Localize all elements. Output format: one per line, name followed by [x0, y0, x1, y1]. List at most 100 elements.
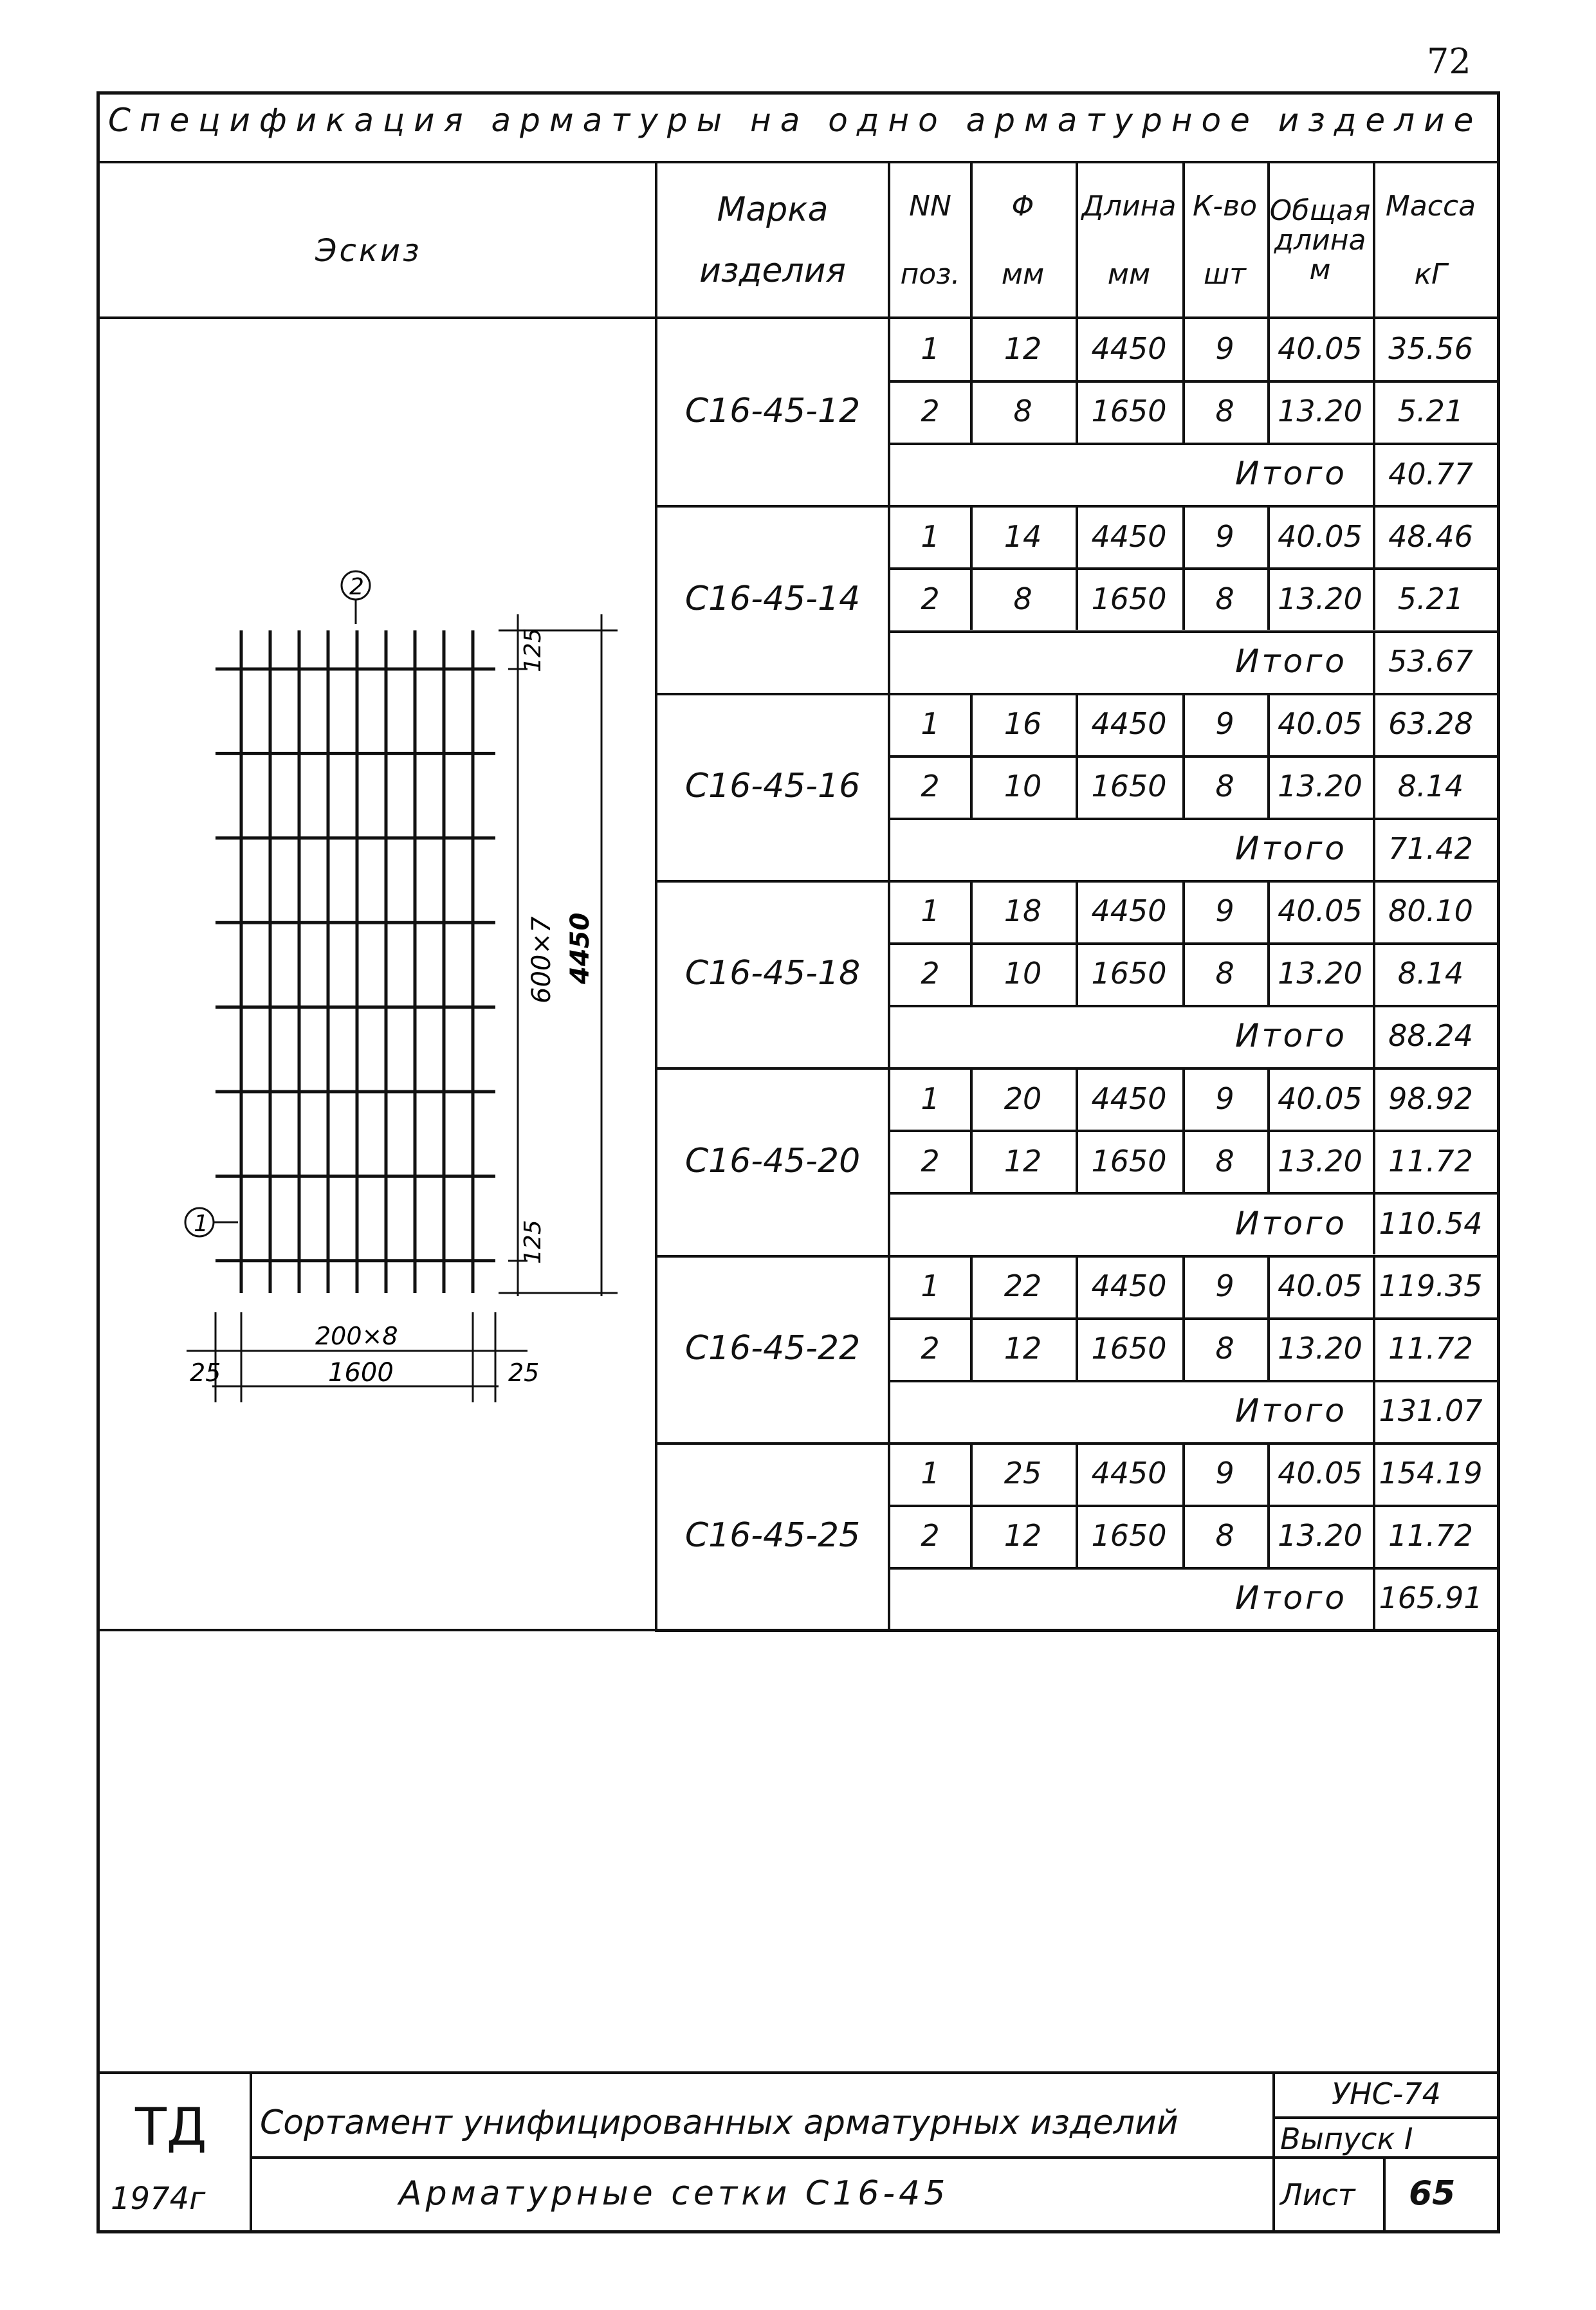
cell-total-length: 13.20	[1278, 1330, 1362, 1366]
header-diameter-line1: Φ	[1011, 189, 1034, 223]
cell-position: 1	[921, 1081, 940, 1116]
cell-quantity: 9	[1215, 894, 1234, 929]
cell-quantity: 9	[1215, 706, 1234, 741]
col-line	[1076, 1067, 1078, 1193]
stamp-middle-line	[250, 2156, 1500, 2159]
total-mass: 53.67	[1388, 643, 1473, 679]
cell-quantity: 8	[1215, 956, 1234, 991]
cell-quantity: 8	[1215, 581, 1234, 616]
cell-length: 4450	[1091, 1081, 1167, 1116]
stamp-year: 1974г	[111, 2181, 206, 2217]
row-line	[888, 1317, 1500, 1320]
header-position-line1: NN	[909, 189, 951, 223]
col-line	[970, 318, 973, 443]
cell-mass: 98.92	[1388, 1081, 1473, 1116]
col-line	[1182, 505, 1185, 630]
cell-total-length: 40.05	[1278, 1456, 1362, 1491]
cell-diameter: 10	[1004, 956, 1042, 991]
col-line	[970, 1254, 973, 1380]
cell-length: 1650	[1091, 394, 1167, 429]
row-line	[888, 1504, 1500, 1507]
header-mark-line2: изделия	[699, 252, 846, 290]
total-label: Итого	[1235, 1579, 1347, 1617]
total-mass: 131.07	[1379, 1393, 1483, 1429]
col-line	[1267, 1442, 1270, 1567]
cell-total-length: 13.20	[1278, 769, 1362, 804]
cell-quantity: 9	[1215, 1456, 1234, 1491]
cell-diameter: 8	[1013, 581, 1032, 616]
cell-total-length: 40.05	[1278, 706, 1362, 741]
cell-mass: 8.14	[1397, 769, 1464, 804]
cell-position: 2	[921, 769, 940, 804]
header-total-length-line3: м	[1309, 253, 1331, 287]
col-line	[1373, 443, 1375, 506]
row-line	[888, 1567, 1500, 1570]
col-line	[1373, 1379, 1375, 1442]
total-label: Итого	[1235, 1017, 1347, 1055]
header-col-line	[1267, 161, 1270, 318]
stamp-sheet-number: 65	[1409, 2174, 1456, 2213]
cell-quantity: 8	[1215, 769, 1234, 804]
row-line	[888, 942, 1500, 945]
cell-mass: 11.72	[1388, 1143, 1473, 1178]
col-line	[1182, 692, 1185, 818]
cell-mass: 63.28	[1388, 706, 1473, 741]
stamp-sheet-label: Лист	[1280, 2177, 1355, 2212]
cell-total-length: 13.20	[1278, 1143, 1362, 1178]
col-line	[1267, 879, 1270, 1005]
stamp-top-line	[96, 2071, 1500, 2074]
col-line	[1267, 318, 1270, 443]
cell-length: 1650	[1091, 1330, 1167, 1366]
header-mass-line1: Масса	[1385, 189, 1476, 223]
header-position: NN поз.	[890, 167, 970, 314]
cell-length: 4450	[1091, 331, 1167, 367]
cell-total-length: 13.20	[1278, 956, 1362, 991]
mesh-bars	[216, 630, 495, 1293]
cell-position: 2	[921, 1518, 940, 1554]
col-line	[1076, 879, 1078, 1005]
cell-total-length: 40.05	[1278, 1268, 1362, 1303]
item-mark: С16-45-25	[684, 1516, 861, 1555]
header-quantity-line1: К-во	[1193, 189, 1257, 223]
cell-position: 2	[921, 956, 940, 991]
total-label: Итого	[1235, 1391, 1347, 1429]
col-line	[1076, 318, 1078, 443]
col-line	[970, 1067, 973, 1193]
cell-mass: 5.21	[1397, 581, 1464, 616]
header-quantity-line2: шт	[1204, 258, 1246, 291]
row-line	[888, 817, 1500, 820]
col-line	[970, 879, 973, 1005]
item-mark: С16-45-14	[684, 579, 861, 618]
stamp-subtitle: Арматурные сетки С16-45	[399, 2174, 949, 2213]
header-position-line2: поз.	[900, 258, 960, 291]
drawing-frame	[96, 91, 1500, 2233]
cell-position: 1	[921, 1456, 940, 1491]
total-mass: 165.91	[1379, 1581, 1483, 1616]
header-col-line	[970, 161, 973, 318]
header-diameter: Φ мм	[970, 167, 1076, 314]
stamp-left-divider	[250, 2071, 252, 2233]
stamp-issue: Выпуск I	[1280, 2122, 1413, 2156]
col-line	[1182, 1067, 1185, 1193]
header-divider	[96, 316, 1500, 319]
col-line	[970, 692, 973, 818]
col-line	[1076, 1254, 1078, 1380]
sketch-column-divider	[655, 161, 657, 1630]
total-label: Итого	[1235, 642, 1347, 680]
position-label-1: 1	[194, 1211, 208, 1237]
item-mark: С16-45-16	[684, 766, 861, 805]
dim-4450: 4450	[565, 913, 595, 985]
total-mass: 71.42	[1388, 831, 1473, 866]
col-line	[1267, 692, 1270, 818]
cell-mass: 48.46	[1388, 518, 1473, 554]
cell-position: 2	[921, 1143, 940, 1178]
cell-length: 4450	[1091, 1268, 1167, 1303]
cell-diameter: 18	[1004, 894, 1042, 929]
item-mark: С16-45-12	[684, 392, 861, 431]
stamp-title: Сортамент унифицированных арматурных изд…	[260, 2104, 1179, 2142]
stamp-sheet-divider	[1383, 2156, 1386, 2233]
dim-1600: 1600	[328, 1358, 394, 1388]
col-line	[1182, 1254, 1185, 1380]
cell-total-length: 40.05	[1278, 518, 1362, 554]
mesh-sketch: 1 2 125 600×7 4450 125 200×8 1600 25 25	[184, 570, 618, 1402]
